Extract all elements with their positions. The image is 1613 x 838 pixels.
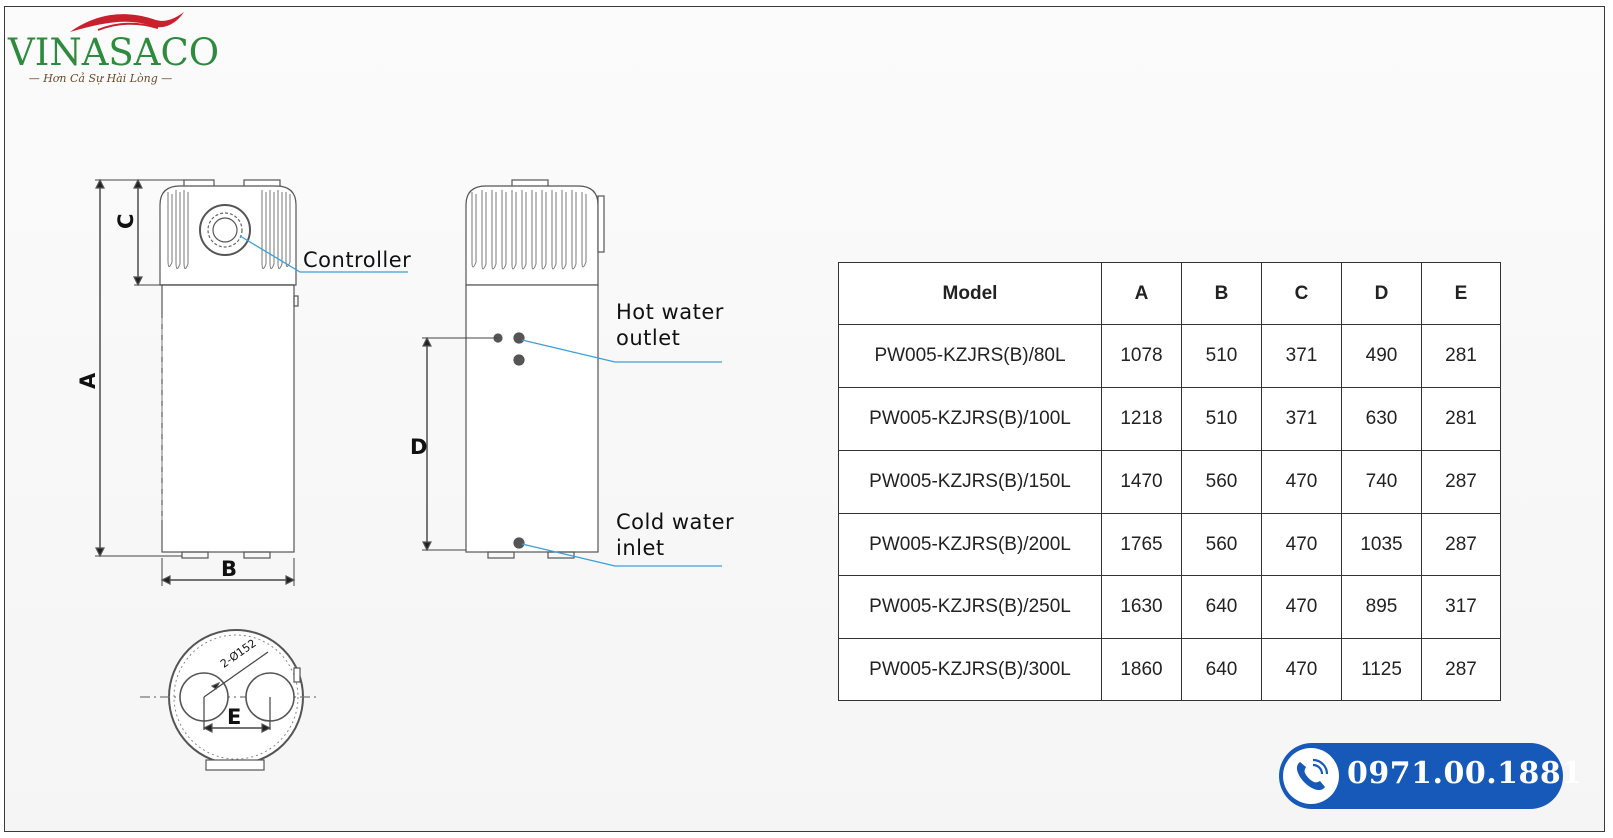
- table-cell: 1630: [1101, 575, 1182, 639]
- table-header-b: B: [1181, 262, 1262, 325]
- table-header-row: Model A B C D E: [838, 262, 1501, 325]
- table-cell: 287: [1421, 450, 1501, 514]
- table-cell: 640: [1181, 638, 1262, 701]
- table-header-c: C: [1261, 262, 1342, 325]
- front-view: [95, 178, 408, 586]
- dimension-e-label: E: [227, 705, 242, 729]
- hot-water-label-line1: Hot water: [616, 300, 724, 324]
- table-header-d: D: [1341, 262, 1422, 325]
- table-row: PW005-KZJRS(B)/200L 1765 560 470 1035 28…: [838, 513, 1501, 576]
- table-row: PW005-KZJRS(B)/300L 1860 640 470 1125 28…: [838, 638, 1501, 701]
- phone-contact-button[interactable]: 0971.00.1881: [1279, 743, 1582, 809]
- table-cell: 1860: [1101, 638, 1182, 701]
- table-cell-model: PW005-KZJRS(B)/80L: [838, 324, 1102, 388]
- table-cell: 470: [1261, 638, 1342, 701]
- table-cell: 470: [1261, 513, 1342, 576]
- dimension-table: Model A B C D E PW005-KZJRS(B)/80L 1078 …: [838, 262, 1501, 701]
- brand-name: VINASACO: [8, 31, 220, 74]
- table-cell: 287: [1421, 638, 1501, 701]
- dimension-b-label: B: [221, 557, 238, 581]
- phone-icon: [1283, 748, 1339, 804]
- controller-label: Controller: [303, 248, 412, 272]
- table-header-model: Model: [838, 262, 1102, 325]
- table-cell: 317: [1421, 575, 1501, 639]
- table-cell: 560: [1181, 513, 1262, 576]
- table-cell: 490: [1341, 324, 1422, 388]
- table-cell: 470: [1261, 575, 1342, 639]
- table-row: PW005-KZJRS(B)/150L 1470 560 470 740 287: [838, 450, 1501, 514]
- phone-number: 0971.00.1881: [1347, 756, 1583, 791]
- table-cell: 1035: [1341, 513, 1422, 576]
- table-cell-model: PW005-KZJRS(B)/300L: [838, 638, 1102, 701]
- hot-water-label-line2: outlet: [616, 326, 681, 350]
- table-cell: 1470: [1101, 450, 1182, 514]
- dimension-a-label: A: [76, 372, 100, 389]
- table-cell-model: PW005-KZJRS(B)/150L: [838, 450, 1102, 514]
- brand-tagline: — Hơn Cả Sự Hài Lòng —: [28, 72, 173, 85]
- table-row: PW005-KZJRS(B)/80L 1078 510 371 490 281: [838, 324, 1501, 388]
- table-cell-model: PW005-KZJRS(B)/200L: [838, 513, 1102, 576]
- table-cell: 470: [1261, 450, 1342, 514]
- table-cell: 371: [1261, 324, 1342, 388]
- logo-swoosh-icon: [70, 12, 184, 32]
- table-cell: 1078: [1101, 324, 1182, 388]
- table-cell-model: PW005-KZJRS(B)/100L: [838, 387, 1102, 451]
- table-header-e: E: [1421, 262, 1501, 325]
- table-row: PW005-KZJRS(B)/100L 1218 510 371 630 281: [838, 387, 1501, 451]
- table-cell: 1125: [1341, 638, 1422, 701]
- table-header-a: A: [1101, 262, 1182, 325]
- table-cell: 281: [1421, 324, 1501, 388]
- brand-logo[interactable]: VINASACO — Hơn Cả Sự Hài Lòng —: [8, 6, 220, 91]
- table-cell: 1765: [1101, 513, 1182, 576]
- table-cell: 371: [1261, 387, 1342, 451]
- table-cell: 1218: [1101, 387, 1182, 451]
- table-cell: 640: [1181, 575, 1262, 639]
- table-cell: 287: [1421, 513, 1501, 576]
- dimension-c-label: C: [114, 213, 138, 229]
- side-view: [422, 179, 722, 567]
- table-cell-model: PW005-KZJRS(B)/250L: [838, 575, 1102, 639]
- cold-water-label-line1: Cold water: [616, 510, 735, 534]
- table-cell: 510: [1181, 387, 1262, 451]
- cold-water-label-line2: inlet: [616, 536, 665, 560]
- table-cell: 895: [1341, 575, 1422, 639]
- dimension-d-label: D: [410, 435, 428, 459]
- table-cell: 560: [1181, 450, 1262, 514]
- table-row: PW005-KZJRS(B)/250L 1630 640 470 895 317: [838, 575, 1501, 639]
- table-cell: 510: [1181, 324, 1262, 388]
- table-cell: 630: [1341, 387, 1422, 451]
- table-cell: 740: [1341, 450, 1422, 514]
- top-view: [140, 629, 316, 771]
- table-cell: 281: [1421, 387, 1501, 451]
